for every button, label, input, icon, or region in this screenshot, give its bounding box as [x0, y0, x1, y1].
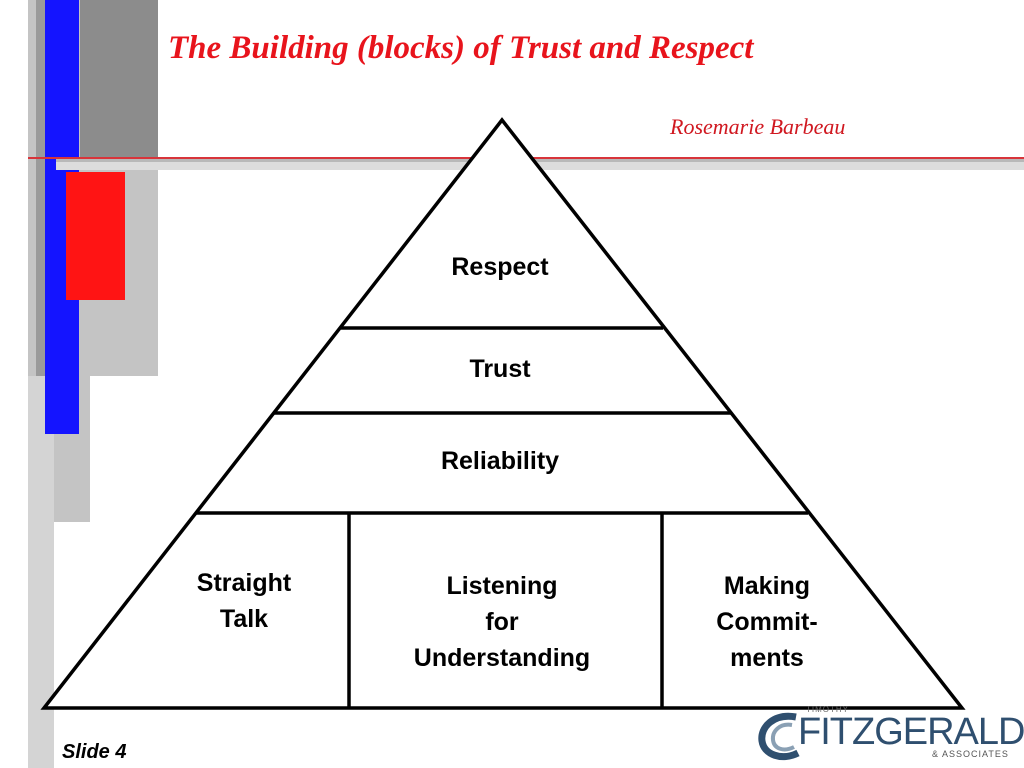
level-trust: Trust — [469, 355, 531, 383]
decor-gray-bar-5 — [80, 0, 158, 158]
slide-number: Slide 4 — [62, 741, 127, 763]
slide-author: Rosemarie Barbeau — [670, 114, 846, 139]
foundation-listening: Listening for Understanding — [413, 572, 591, 672]
logo-main-text: FITZGERALD — [798, 711, 1024, 753]
company-logo: TIMOTHY FITZGERALD & ASSOCIATES — [756, 705, 1024, 763]
foundation-straight-talk: Straight Talk — [196, 569, 292, 633]
logo-swoosh-icon — [758, 712, 800, 760]
header-gray-rule — [56, 159, 1024, 162]
level-reliability: Reliability — [440, 447, 560, 475]
level-respect: Respect — [451, 253, 549, 281]
slide-title: The Building (blocks) of Trust and Respe… — [168, 30, 754, 66]
logo-sub-text: & ASSOCIATES — [932, 749, 1009, 759]
logo-top-text: TIMOTHY — [806, 705, 849, 714]
foundation-commitments: Making Commit- ments — [716, 572, 818, 672]
decor-red-block — [66, 172, 125, 300]
